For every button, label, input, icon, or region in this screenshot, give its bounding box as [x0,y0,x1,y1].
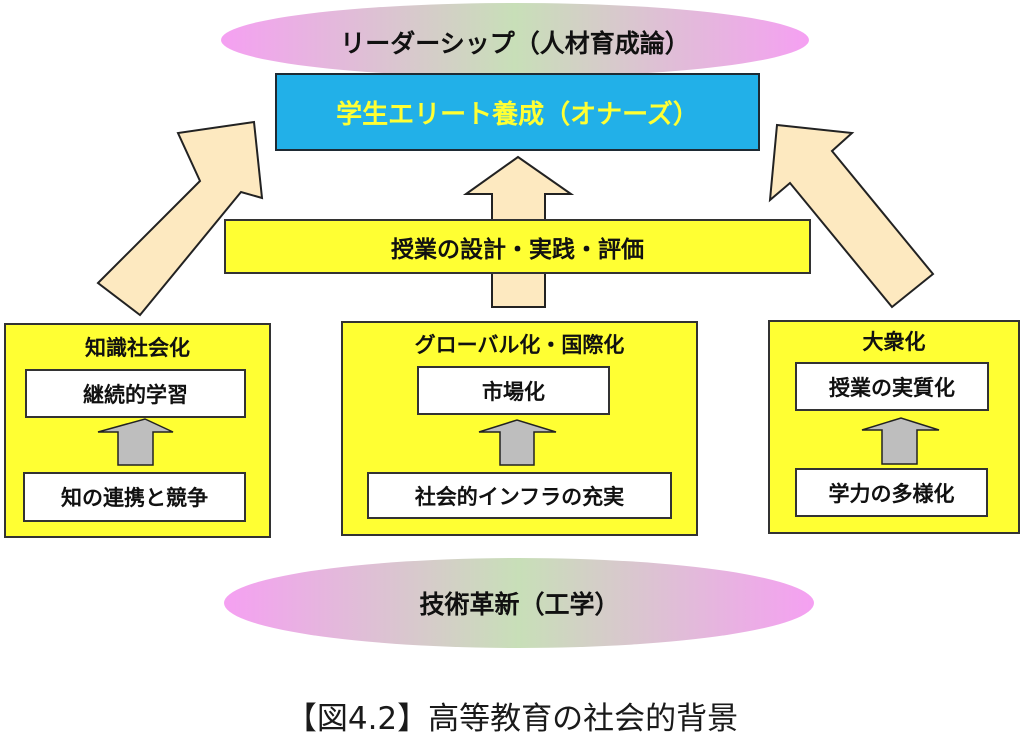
panel-title: 知識社会化 [85,336,190,360]
panel-bottom-box: 学力の多様化 [795,468,988,517]
figure-caption: 【図4.2】高等教育の社会的背景 [285,700,739,737]
panel-title: グローバル化・国際化 [414,333,625,357]
bottom-ellipse-label: 技術革新（工学） [419,590,620,619]
right-up-arrow [768,123,935,309]
panel-bottom-box: 知の連携と競争 [23,472,246,522]
panel-title: 大衆化 [862,330,926,354]
panel-top-box: 市場化 [417,366,610,415]
bottom-ellipse [224,558,814,648]
practice-band: 授業の設計・実践・評価 [224,219,811,274]
panel-bottom-box: 社会的インフラの充実 [367,472,672,519]
left-up-arrow [96,120,264,317]
panel-top-box: 授業の実質化 [795,362,989,411]
top-ellipse [221,3,809,77]
panel-top-box: 継続的学習 [25,369,246,418]
goal-box: 学生エリート養成（オナーズ） [275,73,760,151]
top-ellipse-label: リーダーシップ（人材育成論） [340,29,690,58]
